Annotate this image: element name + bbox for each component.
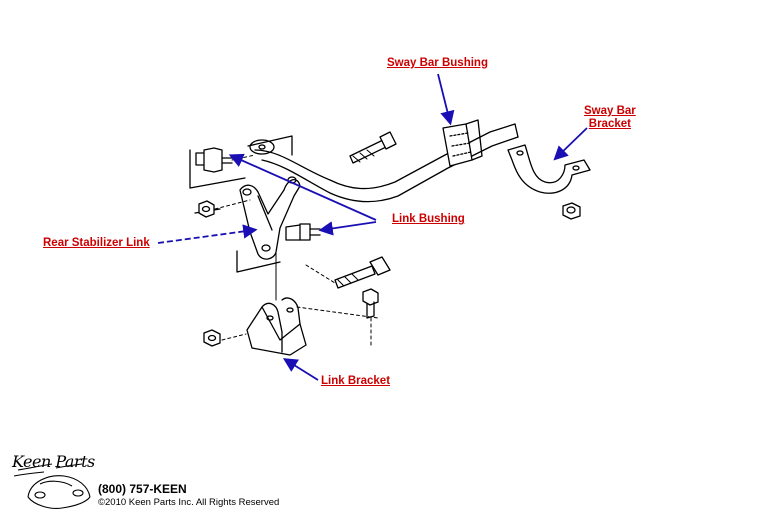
lower-nut [203, 329, 221, 347]
phone-number: (800) 757-KEEN [98, 482, 187, 496]
assembly-lines [214, 154, 379, 349]
bracket-nut [562, 202, 581, 220]
leader-sway-bar-bracket [553, 127, 588, 161]
upper-bolt [349, 131, 397, 164]
backing-plate-upper [189, 135, 293, 189]
callout-sway-bar-bracket-line2: Bracket [588, 118, 631, 130]
callout-rear-stabilizer-link: Rear Stabilizer Link [43, 237, 150, 249]
callout-sway-bar-bracket-line1: Sway Bar [584, 105, 636, 117]
leader-link-bracket [282, 358, 319, 381]
leader-link-bushing-upper [228, 153, 377, 221]
leader-sway-bar-bushing [437, 73, 455, 126]
callout-link-bracket: Link Bracket [321, 375, 391, 387]
callout-link-bushing: Link Bushing [392, 213, 465, 225]
rear-stabilizer-link [239, 176, 301, 260]
company-logo-text: Keen Parts [12, 452, 95, 471]
upper-nut [198, 200, 215, 218]
callout-sway-bar-bracket: Sway Bar Bracket [584, 105, 636, 131]
car-logo-icon [13, 463, 91, 509]
sway-bar-bracket [507, 144, 591, 194]
upper-link-bushing [195, 147, 233, 173]
callout-sway-bar-bushing: Sway Bar Bushing [387, 57, 488, 69]
copyright-notice: ©2010 Keen Parts Inc. All Rights Reserve… [98, 497, 280, 508]
sway-bar-bushing [442, 119, 483, 167]
sway-bar [249, 123, 519, 203]
long-bolt [334, 256, 391, 289]
vertical-bolt [362, 288, 379, 319]
link-bracket-part [246, 297, 307, 356]
leader-link-bushing-lower [318, 221, 377, 236]
leader-rear-stabilizer-link [157, 224, 258, 244]
link-bushing-part [285, 223, 321, 241]
